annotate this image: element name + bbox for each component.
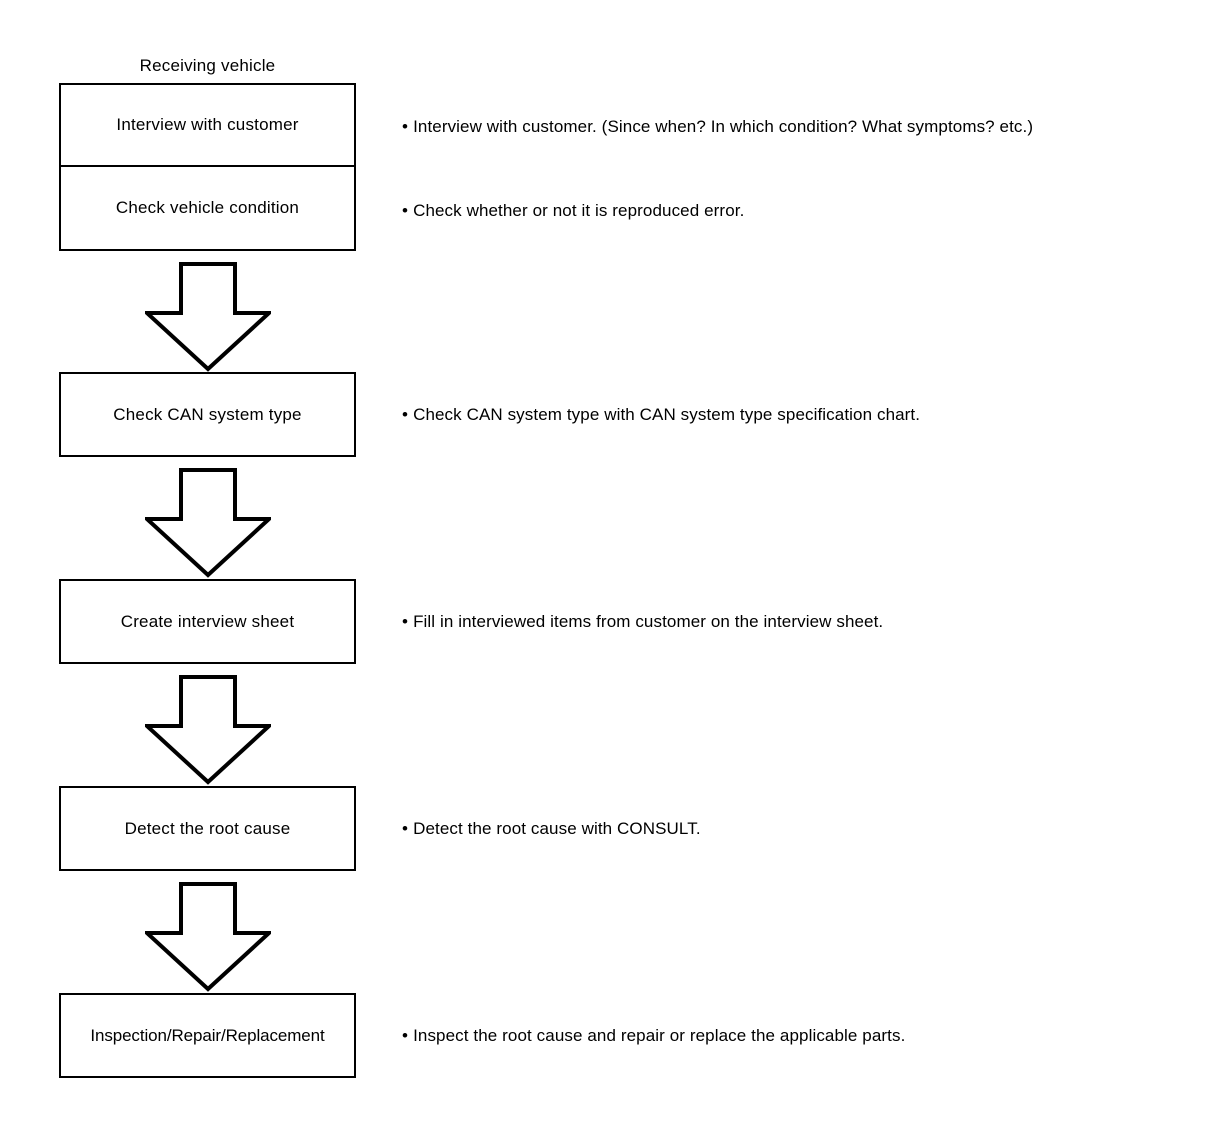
- section-header-receiving-vehicle: Receiving vehicle: [139, 56, 276, 75]
- note-inspection-repair-replacement: •Inspect the root cause and repair or re…: [402, 1025, 905, 1047]
- note-check-can-system-type: •Check CAN system type with CAN system t…: [402, 404, 920, 426]
- process-step-check-vehicle-condition[interactable]: Check vehicle condition: [61, 167, 354, 249]
- process-label: Detect the root cause: [124, 818, 291, 838]
- note-create-interview-sheet: •Fill in interviewed items from customer…: [402, 611, 883, 633]
- bullet-icon: •: [402, 612, 409, 631]
- process-label: Interview with customer: [116, 115, 299, 134]
- process-label: Check CAN system type: [113, 404, 302, 424]
- note-text: Interview with customer. (Since when? In…: [413, 117, 1034, 136]
- note-text: Inspect the root cause and repair or rep…: [413, 1026, 906, 1045]
- bullet-icon: •: [402, 405, 409, 424]
- note-interview-with-customer: •Interview with customer. (Since when? I…: [402, 116, 1033, 138]
- process-box-receiving-vehicle-group: Interview with customer Check vehicle co…: [59, 83, 356, 251]
- flow-arrow-down-1: [145, 262, 271, 372]
- process-step-interview-with-customer[interactable]: Interview with customer: [61, 85, 354, 167]
- bullet-icon: •: [402, 819, 409, 838]
- flow-arrow-down-4: [145, 882, 271, 992]
- flow-arrow-down-2: [145, 468, 271, 578]
- note-text: Check CAN system type with CAN system ty…: [413, 405, 921, 424]
- process-label: Check vehicle condition: [115, 198, 300, 217]
- process-step-inspection-repair-replacement[interactable]: Inspection/Repair/Replacement: [59, 993, 356, 1078]
- process-label: Create interview sheet: [120, 611, 295, 631]
- bullet-icon: •: [402, 117, 409, 136]
- note-text: Detect the root cause with CONSULT.: [413, 819, 701, 838]
- process-step-detect-the-root-cause[interactable]: Detect the root cause: [59, 786, 356, 871]
- process-label: Inspection/Repair/Replacement: [90, 1025, 325, 1045]
- bullet-icon: •: [402, 201, 409, 220]
- note-text: Fill in interviewed items from customer …: [413, 612, 884, 631]
- note-detect-the-root-cause: •Detect the root cause with CONSULT.: [402, 818, 701, 840]
- flow-arrow-down-3: [145, 675, 271, 785]
- note-text: Check whether or not it is reproduced er…: [413, 201, 745, 220]
- bullet-icon: •: [402, 1026, 409, 1045]
- note-check-vehicle-condition: •Check whether or not it is reproduced e…: [402, 200, 744, 222]
- process-step-create-interview-sheet[interactable]: Create interview sheet: [59, 579, 356, 664]
- process-step-check-can-system-type[interactable]: Check CAN system type: [59, 372, 356, 457]
